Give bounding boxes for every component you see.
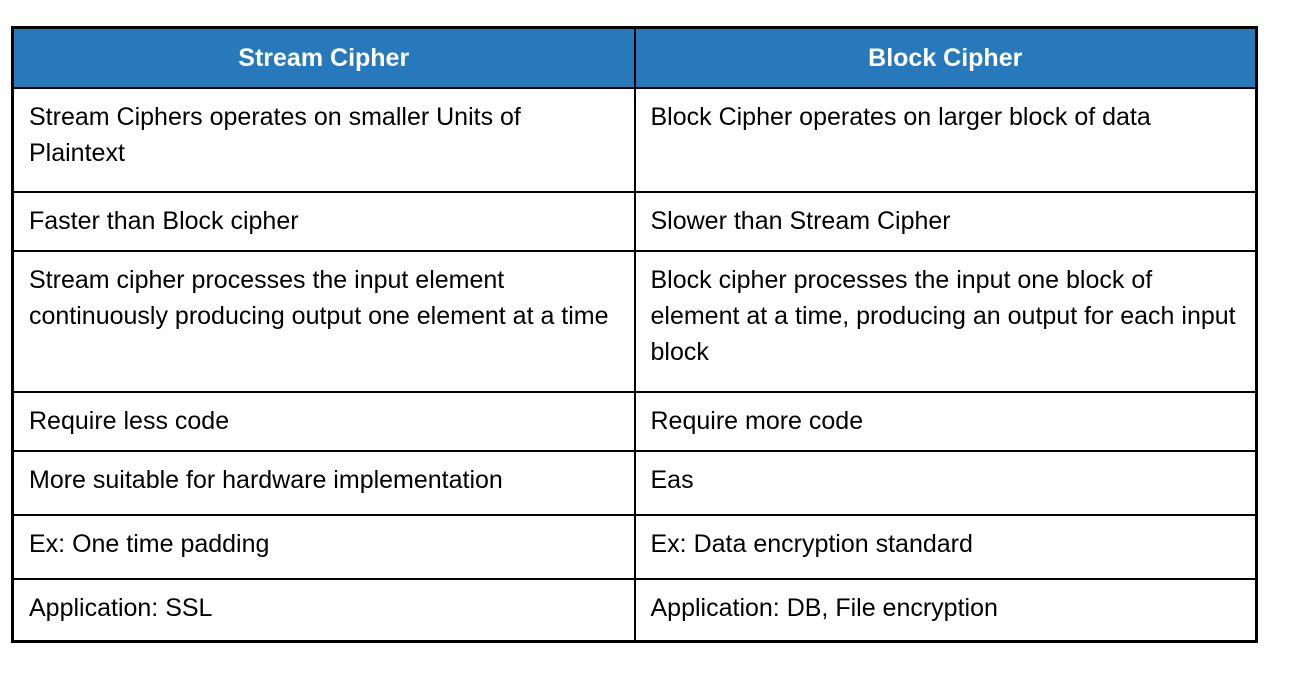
- table-cell: Stream Ciphers operates on smaller Units…: [11, 87, 636, 193]
- cipher-comparison-table: Stream Cipher Block Cipher Stream Cipher…: [11, 26, 1258, 643]
- table-cell: Eas: [633, 450, 1258, 516]
- table-cell: Ex: One time padding: [11, 514, 636, 580]
- table-cell: Ex: Data encryption standard: [633, 514, 1258, 580]
- table-cell: Block Cipher operates on larger block of…: [633, 87, 1258, 193]
- table-cell: Faster than Block cipher: [11, 191, 636, 252]
- table-body: Stream Ciphers operates on smaller Units…: [11, 87, 1258, 642]
- header-stream-cipher: Stream Cipher: [11, 26, 636, 89]
- header-row: Stream Cipher Block Cipher: [11, 26, 1258, 89]
- table-cell: Stream cipher processes the input elemen…: [11, 250, 636, 393]
- table-row: More suitable for hardware implementatio…: [11, 450, 1258, 516]
- table-cell: Application: SSL: [11, 578, 636, 642]
- table-cell: Slower than Stream Cipher: [633, 191, 1258, 252]
- table-cell: Block cipher processes the input one blo…: [633, 250, 1258, 393]
- table-cell: Application: DB, File encryption: [633, 578, 1258, 642]
- table-row: Stream cipher processes the input elemen…: [11, 250, 1258, 393]
- table-cell: Require less code: [11, 391, 636, 452]
- table-cell: More suitable for hardware implementatio…: [11, 450, 636, 516]
- table-row: Stream Ciphers operates on smaller Units…: [11, 87, 1258, 193]
- table-cell: Require more code: [633, 391, 1258, 452]
- header-block-cipher: Block Cipher: [633, 26, 1258, 89]
